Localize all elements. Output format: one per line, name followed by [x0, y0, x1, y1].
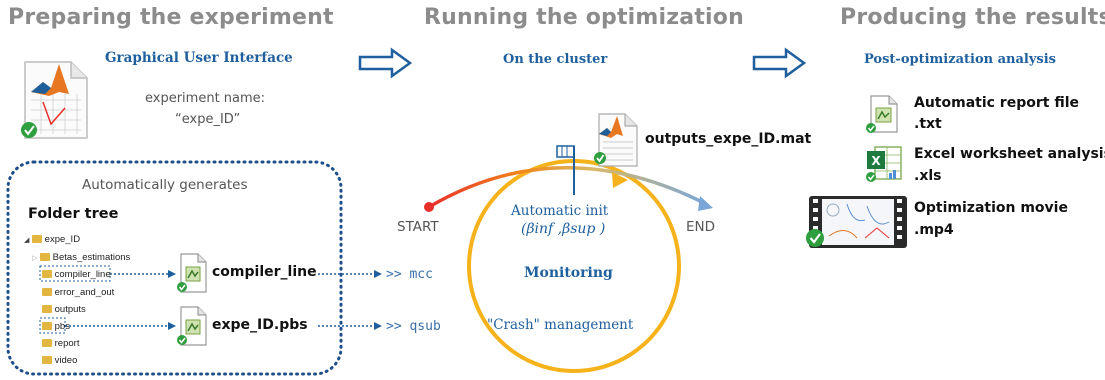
- folder-icon: [42, 270, 52, 278]
- start-dot: [424, 202, 434, 212]
- tree-item-report[interactable]: report: [42, 338, 79, 349]
- command-mcc: >> mcc: [386, 267, 433, 282]
- report-file-label: Automatic report file: [914, 95, 1079, 111]
- compiler-file-label: compiler_line: [212, 264, 317, 280]
- checkpoint-flag: [556, 145, 575, 195]
- tree-item-expe-id[interactable]: ◢ expe_ID: [24, 234, 81, 245]
- movie-file-label: Optimization movie: [914, 200, 1068, 216]
- connector-compiler: [110, 270, 382, 278]
- end-label: END: [686, 219, 716, 235]
- folder-icon: [42, 322, 52, 330]
- expand-arrow-icon: ◢: [24, 237, 30, 244]
- tree-item-betas[interactable]: ▷ Betas_estimations: [32, 252, 131, 263]
- matlab-logo-icon: [15, 58, 97, 146]
- post-analysis-title: Post-optimization analysis: [864, 52, 1056, 67]
- tree-item-video[interactable]: video: [42, 355, 77, 366]
- auto-generate-box: [6, 160, 343, 376]
- crash-management-label: "Crash" management: [487, 317, 634, 333]
- init-arrowhead: [612, 172, 628, 188]
- phase-arrow-2: [752, 47, 807, 79]
- excel-file-ext: .xls: [914, 168, 942, 184]
- folder-icon: [32, 235, 43, 243]
- outputs-mat-file-icon: [591, 112, 641, 172]
- folder-icon: [40, 253, 51, 261]
- folder-icon: [42, 356, 52, 364]
- command-qsub: >> qsub: [386, 319, 441, 334]
- tree-item-pbs[interactable]: pbs: [42, 321, 70, 332]
- folder-tree-title: Folder tree: [28, 206, 119, 222]
- phase-title-producing: Producing the results: [840, 5, 1105, 30]
- excel-file-icon: X: [865, 143, 905, 187]
- tree-item-error-and-out[interactable]: error_and_out: [42, 287, 114, 298]
- movie-file-icon: [805, 194, 909, 254]
- collapse-arrow-icon: ▷: [32, 255, 38, 262]
- monitoring-label: Monitoring: [524, 265, 613, 281]
- pbs-file-icon: [176, 305, 208, 351]
- report-file-ext: .txt: [914, 116, 942, 132]
- outputs-file-label: outputs_expe_ID.mat: [645, 131, 812, 147]
- phase-title-running: Running the optimization: [424, 5, 744, 30]
- auto-init-formula: (βinf ,βsup ): [521, 221, 606, 237]
- cluster-title: On the cluster: [503, 52, 608, 67]
- start-label: START: [397, 219, 439, 235]
- phase-arrow-1: [358, 47, 413, 79]
- compiler-file-icon: [176, 252, 208, 298]
- folder-icon: [42, 339, 52, 347]
- experiment-name-value: “expe_ID”: [175, 112, 241, 127]
- experiment-name-label: experiment name:: [145, 91, 266, 106]
- auto-init-label: Automatic init: [511, 203, 609, 219]
- tree-item-compiler-line[interactable]: compiler_line: [42, 269, 111, 280]
- folder-icon: [42, 305, 52, 313]
- report-file-icon: [865, 94, 903, 138]
- phase-title-preparing: Preparing the experiment: [8, 5, 334, 30]
- connector-pbs: [65, 322, 382, 330]
- gui-title: Graphical User Interface: [105, 50, 293, 66]
- pbs-file-label: expe_ID.pbs: [212, 317, 308, 333]
- auto-generates-label: Automatically generates: [82, 177, 248, 193]
- end-arrowhead: [698, 196, 713, 211]
- excel-file-label: Excel worksheet analysis: [914, 146, 1105, 162]
- folder-icon: [42, 288, 52, 296]
- run-arc: [428, 166, 707, 209]
- svg-text:X: X: [871, 154, 881, 168]
- movie-file-ext: .mp4: [914, 222, 954, 238]
- tree-item-outputs[interactable]: outputs: [42, 304, 86, 315]
